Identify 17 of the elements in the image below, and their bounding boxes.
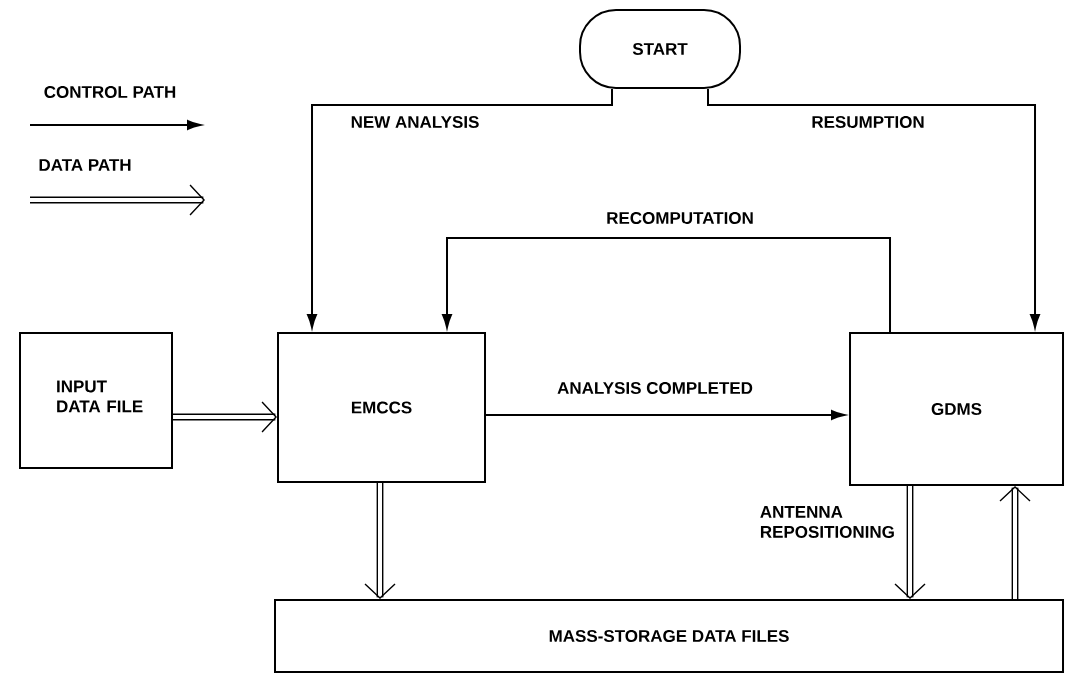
process-box: MASS-STORAGE DATA FILES [274, 599, 1064, 673]
edge-label: RECOMPUTATION [607, 212, 753, 225]
data-arrow [364, 483, 396, 599]
edge-label: ANTENNA REPOSITIONING [760, 506, 894, 538]
process-box: GDMS [849, 332, 1064, 486]
edge-label: RESUMPTION [812, 116, 924, 129]
arrow [442, 237, 891, 333]
process-box: INPUT DATA FILE [19, 332, 173, 469]
process-box: EMCCS [277, 332, 486, 483]
legend-label: CONTROL PATH [44, 86, 176, 99]
edge-label: NEW ANALYSIS [351, 116, 479, 129]
data-arrow [999, 486, 1031, 599]
terminal-box: START [579, 9, 741, 89]
legend-label: DATA PATH [39, 159, 131, 171]
edge-label: ANALYSIS COMPLETED [557, 382, 753, 395]
data-arrow [894, 486, 926, 599]
data-arrow [173, 401, 277, 433]
